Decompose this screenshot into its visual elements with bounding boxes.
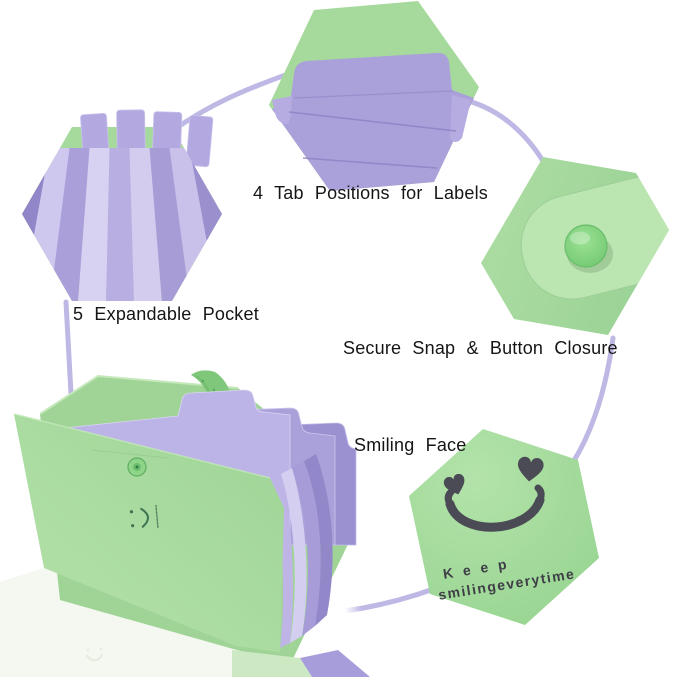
caption-smiling-face: Smiling Face <box>354 435 467 455</box>
folder-front-panel <box>14 414 284 652</box>
caption-tab-positions: 4 Tab Positions for Labels <box>253 183 488 203</box>
folder-smiley-print <box>129 504 159 529</box>
folder-back-panel-edge <box>39 374 239 415</box>
smile-mouth <box>445 495 545 532</box>
snap-closure-hexagon <box>481 157 669 335</box>
folder-bottom-green-wedge <box>232 650 312 677</box>
caption-snap-closure: Secure Snap & Button Closure <box>343 338 618 358</box>
tab-positions-hexagon <box>269 1 479 192</box>
smile-curl-left <box>444 488 455 508</box>
base-watermark-smiley <box>86 647 103 662</box>
smiling-face-hexagon: K e e p smilingeverytime <box>409 429 599 625</box>
smile-curl-right <box>534 484 545 504</box>
expandable-pocket-hexagon <box>22 109 222 301</box>
folder-front-top-edge <box>13 413 271 479</box>
tab-creases <box>288 90 457 169</box>
snap-button-highlight <box>570 231 590 245</box>
folder-front-crease <box>91 449 169 459</box>
heart-eye-right <box>517 456 544 482</box>
caption-expandable-pocket: 5 Expandable Pocket <box>73 304 259 324</box>
folder-bottom-purple-wedge <box>300 650 370 677</box>
main-folder <box>0 370 370 677</box>
snap-button <box>564 224 608 268</box>
folder-snap-button <box>127 457 147 477</box>
tab-corner-left <box>272 96 292 124</box>
pocket-pleats <box>22 148 222 301</box>
ring-arc-right <box>565 335 616 473</box>
ring-arc-upper-right <box>457 96 549 169</box>
tab-corner-right <box>450 95 471 142</box>
